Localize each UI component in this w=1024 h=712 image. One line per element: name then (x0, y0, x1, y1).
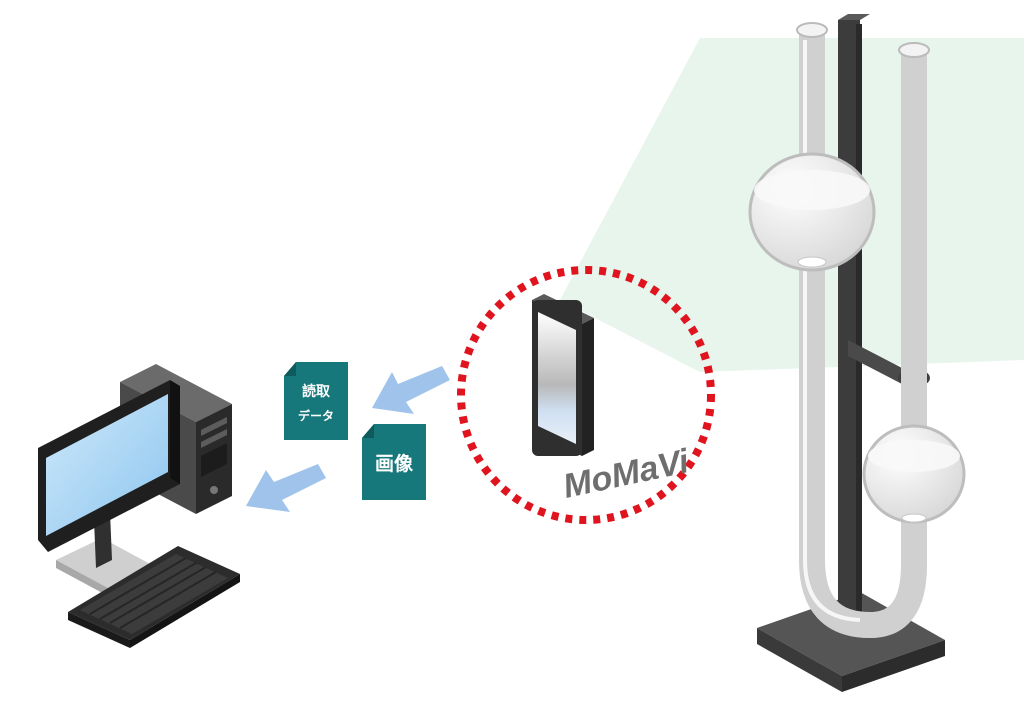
image-document-icon: 画像 (362, 424, 426, 500)
read-data-label-line2: データ (298, 408, 334, 423)
monitor-screen (46, 394, 168, 536)
u-tube-apparatus-icon (748, 14, 966, 692)
stand-base-front (757, 628, 842, 692)
read-data-label-line1: 読取 (302, 383, 331, 400)
smartphone-icon (532, 294, 594, 456)
arrow-icon (372, 366, 450, 414)
arrow-phone-to-docs (372, 366, 450, 414)
read-data-document-icon: 読取 データ (284, 362, 348, 440)
tube-opening-left (796, 22, 828, 38)
stand-base-side (842, 640, 945, 692)
phone-screen (538, 312, 576, 444)
desktop-computer-icon (38, 364, 240, 648)
arrow-icon (246, 464, 326, 512)
tube-opening-right (898, 42, 930, 58)
stand-clamp-arm (848, 340, 902, 384)
focus-dotted-circle (457, 266, 715, 524)
image-label: 画像 (375, 452, 414, 475)
keyboard-icon (68, 546, 240, 648)
arrow-docs-to-computer (246, 464, 326, 512)
